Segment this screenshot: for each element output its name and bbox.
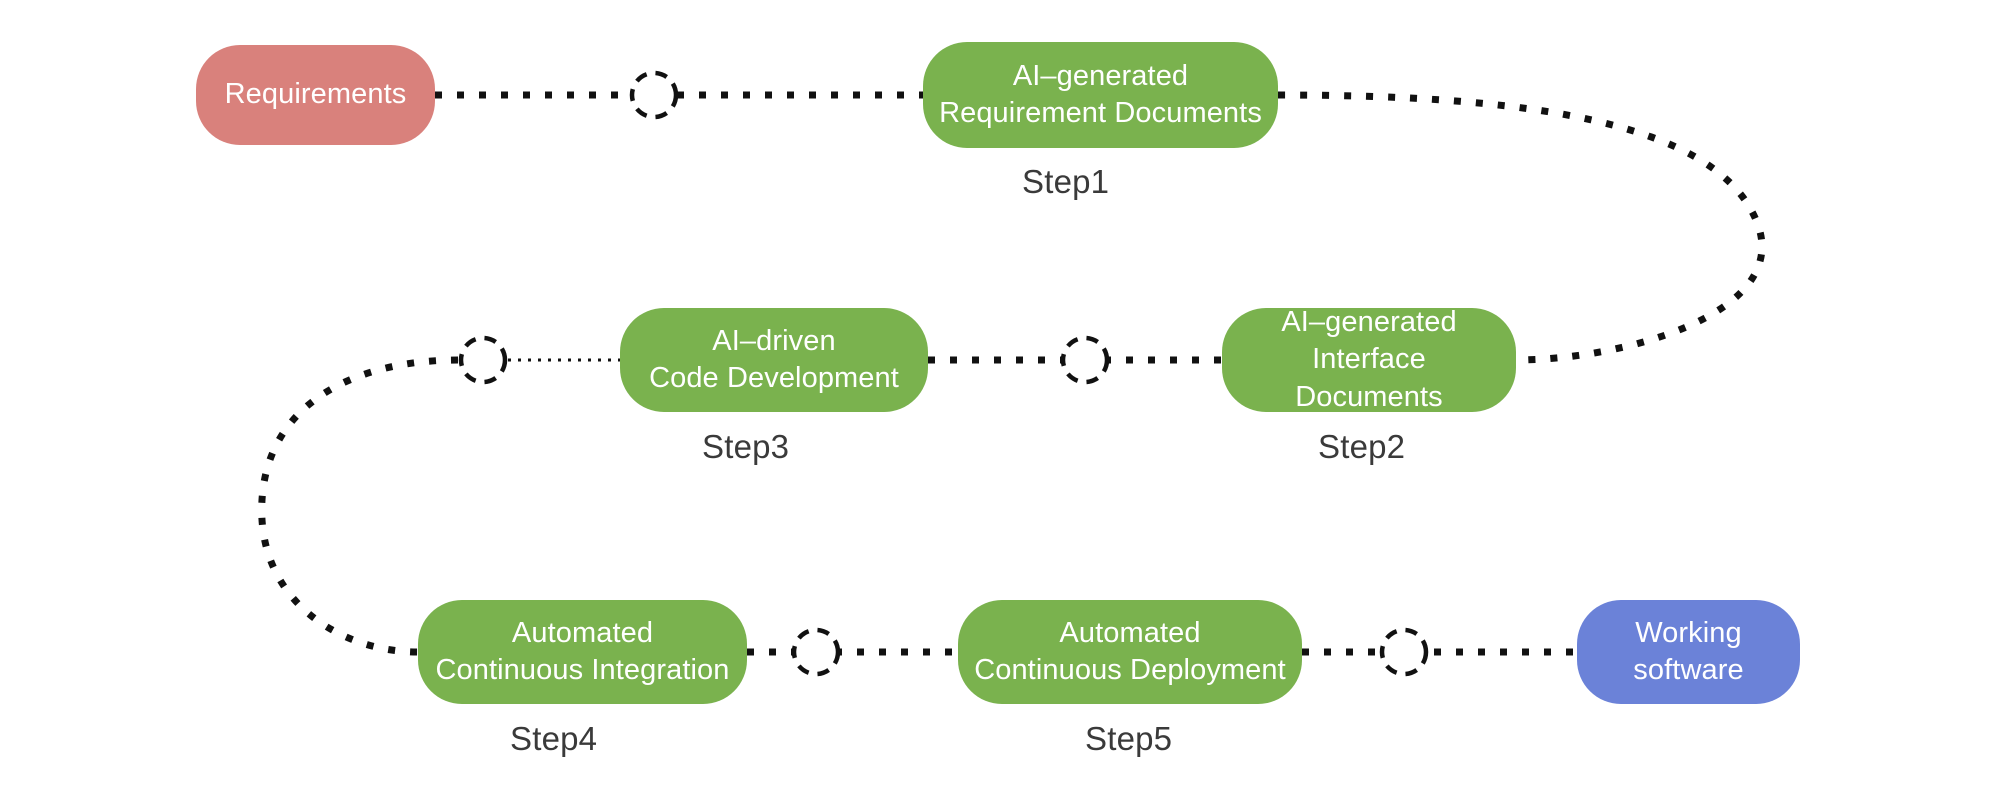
- step4-caption: Step4: [510, 720, 598, 757]
- step2-caption: Step2: [1318, 428, 1406, 465]
- node-working-software-label: Working software: [1633, 616, 1744, 686]
- connector-step1-to-step2: [1277, 91, 1766, 364]
- node-step2-ai-generated-interface-documents[interactable]: AI–generated Interface Documents: [1222, 306, 1516, 413]
- milestone-marker-3-icon: [458, 335, 508, 385]
- node-step3-ai-driven-code-development[interactable]: AI–driven Code Development: [620, 308, 928, 412]
- node-step1-ai-generated-requirement-documents[interactable]: AI–generated Requirement Documents: [923, 42, 1278, 148]
- node-step3-label: AI–driven Code Development: [649, 324, 899, 394]
- milestone-marker-2-icon: [1060, 335, 1110, 385]
- node-requirements[interactable]: Requirements: [196, 45, 435, 145]
- node-step4-label: Automated Continuous Integration: [435, 616, 730, 686]
- step5-caption: Step5: [1085, 720, 1173, 757]
- node-step5-label: Automated Continuous Deployment: [974, 616, 1286, 686]
- node-requirements-label: Requirements: [224, 78, 407, 111]
- node-step1-label: AI–generated Requirement Documents: [939, 59, 1262, 129]
- step1-caption: Step1: [1022, 163, 1110, 200]
- milestone-marker-5-icon: [1379, 627, 1429, 677]
- node-working-software[interactable]: Working software: [1577, 600, 1800, 704]
- step3-caption: Step3: [702, 428, 790, 465]
- milestone-marker-1-icon: [629, 70, 679, 120]
- node-step5-automated-continuous-deployment[interactable]: Automated Continuous Deployment: [958, 600, 1302, 704]
- milestone-marker-4-icon: [791, 627, 841, 677]
- connector-step3-to-step4: [258, 356, 459, 656]
- node-step2-label: AI–generated Interface Documents: [1281, 306, 1457, 413]
- node-step4-automated-continuous-integration[interactable]: Automated Continuous Integration: [418, 600, 747, 704]
